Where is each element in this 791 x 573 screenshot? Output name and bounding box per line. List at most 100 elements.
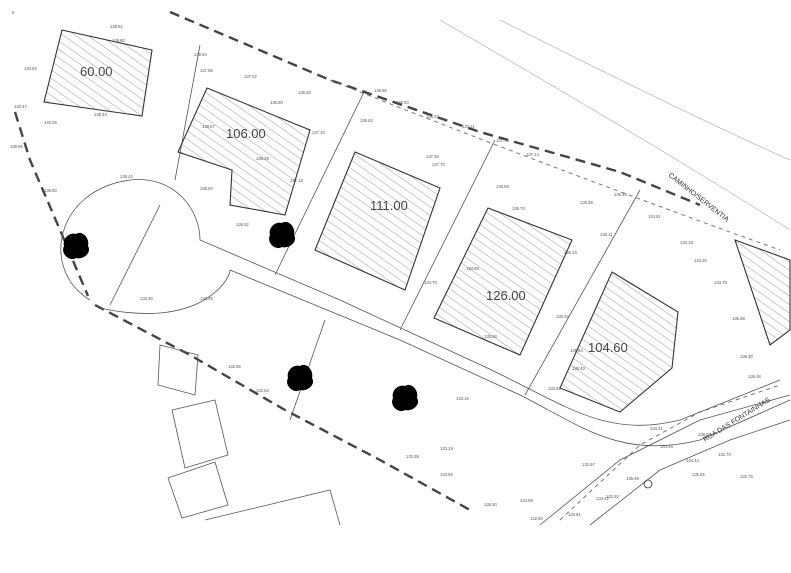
tree-icon xyxy=(287,364,314,392)
spot-height-label: 135.84 xyxy=(570,348,583,353)
spot-height-label: 135.98 xyxy=(732,316,745,321)
spot-height-label: 132.92 xyxy=(606,494,619,499)
spot-height-label: 138.42 xyxy=(120,174,133,179)
spot-height-label: 135.42 xyxy=(556,314,569,319)
plot-divider-1 xyxy=(174,44,201,181)
spot-height-label: 134.26 xyxy=(694,258,707,263)
caminho-edge-1 xyxy=(439,19,791,231)
spot-height-label: 136.04 xyxy=(698,432,711,437)
spot-height-label: 132.63 xyxy=(256,388,269,393)
spot-height-label: 137.10 xyxy=(312,130,325,135)
spot-height-label: 136.48 xyxy=(580,200,593,205)
road-edge-dash xyxy=(559,384,781,521)
right-hatched-area xyxy=(734,239,791,346)
spot-height-label: 133.16 xyxy=(456,396,469,401)
spot-height-label: 134.61 xyxy=(648,214,661,219)
spot-height-label: 133.35 xyxy=(406,454,419,459)
spot-height-label: 140.64 xyxy=(24,66,37,71)
lot-104-60: 104.60 xyxy=(559,271,679,413)
bottom-boundary xyxy=(94,303,471,512)
spot-height-label: 134.44 xyxy=(686,458,699,463)
spot-height-label: 136.48 xyxy=(748,374,761,379)
tree-icon xyxy=(63,232,90,260)
lot-106: 106.00 xyxy=(177,87,311,216)
spot-height-label: 135.19 xyxy=(564,250,577,255)
spot-height-label: 139.81 xyxy=(110,24,123,29)
spot-height-label: 136.30 xyxy=(740,354,753,359)
lot-area-label: 111.00 xyxy=(370,198,408,213)
spot-height-label: 132.60 xyxy=(530,516,543,521)
spot-height-label: 133.19 xyxy=(440,446,453,451)
lot-60: 60.00 xyxy=(43,29,153,117)
spot-height-label: 136.62 xyxy=(360,118,373,123)
spot-height-label: 136.80 xyxy=(270,100,283,105)
spot-height-label: 135.30 xyxy=(484,502,497,507)
lot-126: 126.00 xyxy=(433,207,573,356)
lot-area-label: 126.00 xyxy=(486,288,526,303)
spot-height-label: 136.59 xyxy=(496,184,509,189)
spot-height-label: 137.35 xyxy=(426,154,439,159)
lot-area-label: 106.00 xyxy=(226,126,266,141)
lot-area-label: 60.00 xyxy=(80,64,113,79)
spot-height-label: 136.40 xyxy=(572,366,585,371)
left-boundary xyxy=(13,111,90,297)
spot-height-label: 134.42 xyxy=(596,496,609,501)
tree-icon xyxy=(269,221,296,249)
spot-height-label: 140.47 xyxy=(14,104,27,109)
rua-label: RUA DAS FONTAINHAS xyxy=(702,397,772,444)
spot-height-label: 138.40 xyxy=(396,100,409,105)
top-boundary xyxy=(169,10,701,207)
culdesac-outer xyxy=(60,179,781,426)
plot-divider-5 xyxy=(109,204,161,306)
spot-height-label: 135.65 xyxy=(692,472,705,477)
spot-height-label: 133.65 xyxy=(440,472,453,477)
lot-area-label: 104.60 xyxy=(588,340,628,355)
spot-height-label: 134.18 xyxy=(680,240,693,245)
plot-divider-4 xyxy=(524,189,641,396)
spot-height-label: 139.43 xyxy=(94,112,107,117)
outline-rect-1 xyxy=(157,344,199,396)
spot-height-label: 132.56 xyxy=(228,364,241,369)
road-edge-2 xyxy=(589,419,791,526)
tree-icon xyxy=(392,384,419,412)
caminho-label: CAMINHO/SERVENTIA xyxy=(667,172,730,224)
outline-rect-3 xyxy=(167,461,229,519)
outline-rect-2 xyxy=(171,399,229,469)
survey-point-icon xyxy=(643,479,653,489)
spot-height-label: 137.11 xyxy=(462,124,475,129)
spot-heights: 139.81139.80140.64140.47140.06139.43139.… xyxy=(10,24,761,521)
spot-height-label: 133.81 xyxy=(568,512,581,517)
caminho-edge-2 xyxy=(499,19,791,161)
spot-height-label: 134.70 xyxy=(424,280,437,285)
spot-height-label: 132.97 xyxy=(582,462,595,467)
spot-height-label: 136.52 xyxy=(236,222,249,227)
spot-height-label: 136.70 xyxy=(512,206,525,211)
spot-height-label: 136.46 xyxy=(298,90,311,95)
spot-height-label: 133.76 xyxy=(714,280,727,285)
spot-height-label: 133.81 xyxy=(548,386,561,391)
spot-height-label: 136.86 xyxy=(374,88,387,93)
spot-height-label: 138.21 xyxy=(426,114,439,119)
spot-height-label: 134.49 xyxy=(660,444,673,449)
lot-111: 111.00 xyxy=(314,151,441,291)
spot-height-label: 134.21 xyxy=(650,426,663,431)
spot-height-label: 134.59 xyxy=(520,498,533,503)
spot-height-label: 138.97 xyxy=(202,124,215,129)
culdesac-inner xyxy=(99,269,791,447)
spot-height-label: 133.06 xyxy=(200,296,213,301)
spot-height-label: 134.30 xyxy=(140,296,153,301)
spot-height-label: 137.76 xyxy=(496,138,509,143)
spot-height-label: 138.94 xyxy=(194,52,207,57)
spot-height-label: 135.11 xyxy=(600,232,613,237)
spot-height-label: 134.65 xyxy=(466,266,479,271)
spot-height-label: 132.75 xyxy=(740,474,753,479)
spot-height-label: 135.68 xyxy=(484,334,497,339)
spot-height-label: 139.80 xyxy=(44,188,57,193)
spot-height-label: 137.02 xyxy=(244,74,257,79)
spot-height-label: 132.70 xyxy=(718,452,731,457)
spot-height-label: 137.88 xyxy=(200,68,213,73)
road-edge-1 xyxy=(539,394,791,526)
caminho-edge-3 xyxy=(329,79,781,251)
spot-height-label: 139.95 xyxy=(10,144,23,149)
